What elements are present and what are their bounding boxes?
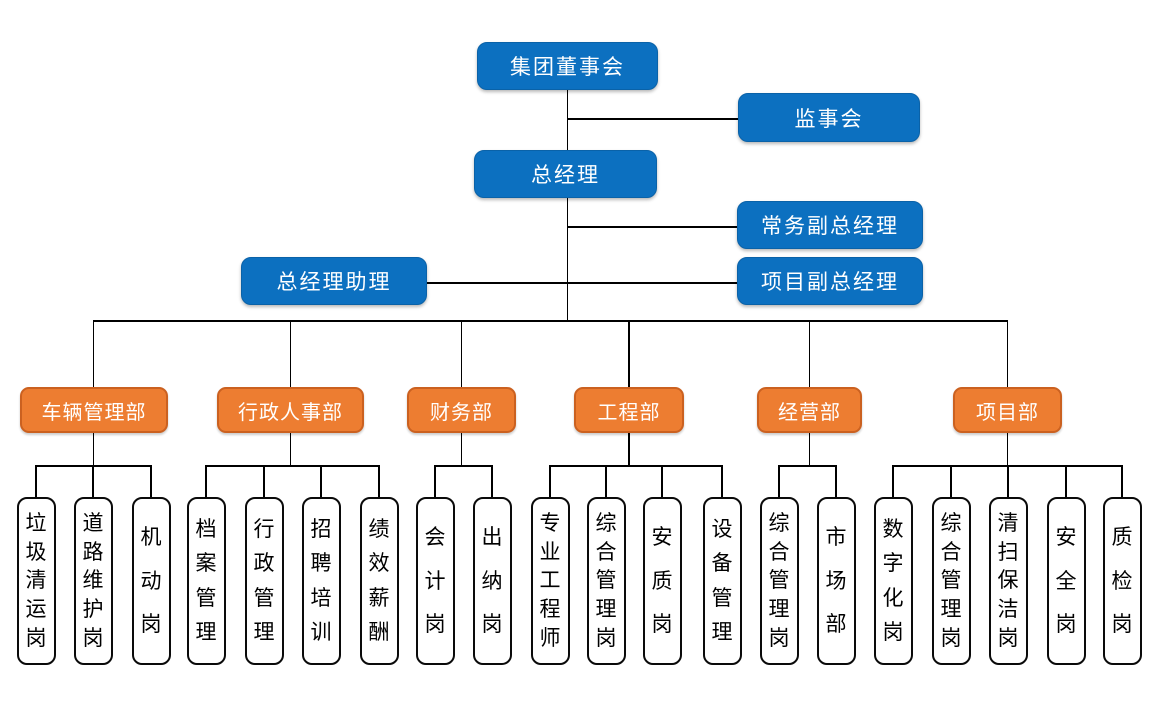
connector-line (378, 465, 380, 497)
pos-digitalization: 数字化岗 (873, 497, 913, 665)
pos-garbage-collection: 垃圾清运岗 (16, 497, 56, 665)
connector-line (1006, 433, 1009, 466)
connector-line (628, 433, 630, 466)
connector-line (661, 465, 663, 497)
pos-professional-engineer: 专业工程师 (530, 497, 570, 665)
connector-line (92, 433, 95, 466)
connector-line (150, 465, 152, 497)
pos-road-maintenance: 道路维护岗 (73, 497, 113, 665)
pos-performance-compensation: 绩效薪酬 (359, 497, 399, 665)
connector-line (289, 320, 292, 387)
connector-line (92, 320, 1008, 322)
connector-line (206, 465, 380, 467)
connector-line (892, 465, 894, 497)
dept-project: 项目部 (953, 387, 1062, 433)
connector-line (92, 465, 94, 497)
node-executive-deputy-gm: 常务副总经理 (737, 201, 923, 249)
dept-admin-hr: 行政人事部 (217, 387, 364, 433)
node-project-deputy-gm: 项目副总经理 (737, 257, 923, 305)
connector-line (460, 320, 463, 387)
connector-line (808, 433, 811, 466)
connector-line (1007, 465, 1009, 497)
pos-market-department: 市场部 (816, 497, 856, 665)
connector-line (1006, 320, 1009, 387)
pos-accounting: 会计岗 (415, 497, 455, 665)
connector-line (289, 433, 292, 466)
pos-mobile-duty: 机动岗 (131, 497, 171, 665)
connector-line (491, 465, 493, 497)
connector-line (628, 320, 630, 387)
connector-line (427, 282, 737, 284)
pos-safety: 安全岗 (1046, 497, 1086, 665)
connector-line (566, 90, 568, 150)
connector-line (35, 465, 37, 497)
connector-line (550, 465, 723, 467)
pos-general-management-eng: 综合管理岗 (586, 497, 626, 665)
node-general-manager: 总经理 (474, 150, 657, 198)
pos-archives-management: 档案管理 (186, 497, 226, 665)
node-group-board: 集团董事会 (477, 42, 658, 90)
connector-line (778, 465, 780, 497)
connector-line (721, 465, 723, 497)
connector-line (36, 465, 152, 467)
node-gm-assistant: 总经理助理 (241, 257, 427, 305)
connector-line (950, 465, 952, 497)
connector-line (92, 320, 95, 387)
connector-line (435, 465, 493, 467)
node-supervisory-board: 监事会 (738, 93, 920, 142)
pos-quality-inspection: 质检岗 (1102, 497, 1142, 665)
connector-line (567, 118, 738, 120)
connector-line (460, 433, 463, 466)
dept-engineering: 工程部 (574, 387, 684, 433)
connector-line (263, 465, 265, 497)
dept-operations: 经营部 (757, 387, 862, 433)
pos-safety-quality: 安质岗 (642, 497, 682, 665)
connector-line (566, 197, 568, 321)
connector-line (549, 465, 551, 497)
pos-general-management-ops: 综合管理岗 (759, 497, 799, 665)
connector-line (835, 465, 837, 497)
pos-admin-management: 行政管理 (244, 497, 284, 665)
pos-cashier: 出纳岗 (472, 497, 512, 665)
connector-line (605, 465, 607, 497)
connector-line (779, 465, 837, 467)
connector-line (320, 465, 322, 497)
connector-line (434, 465, 436, 497)
pos-equipment-management: 设备管理 (702, 497, 742, 665)
dept-finance: 财务部 (407, 387, 516, 433)
connector-line (1121, 465, 1123, 497)
pos-general-management-proj: 综合管理岗 (931, 497, 971, 665)
pos-cleaning: 清扫保洁岗 (988, 497, 1028, 665)
dept-vehicle-management: 车辆管理部 (20, 387, 168, 433)
connector-line (567, 226, 737, 228)
connector-line (808, 320, 811, 387)
connector-line (1065, 465, 1067, 497)
connector-line (205, 465, 207, 497)
pos-recruitment-training: 招聘培训 (301, 497, 341, 665)
